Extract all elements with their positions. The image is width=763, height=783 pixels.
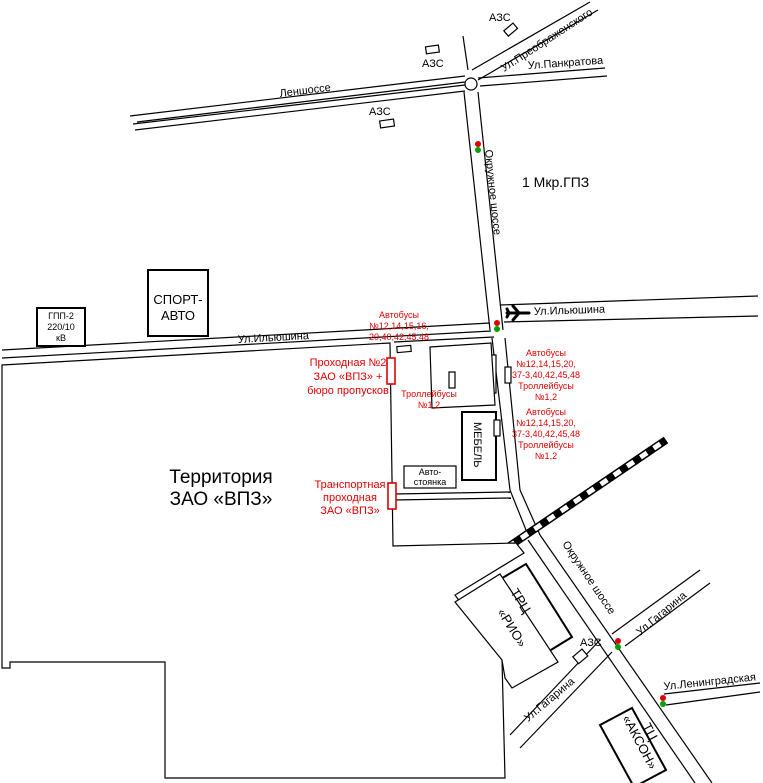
label-trolley-stop-west: №1,2 (418, 400, 440, 410)
gagarina-road-edge (624, 582, 711, 647)
ilyushina-west-road-edge (1, 330, 492, 359)
okruzhnoe-road-edge (527, 539, 696, 783)
label-azs: АЗС (580, 637, 602, 649)
label-ul-leningradskaya: Ул.Ленинградская (663, 671, 756, 693)
okruzhnoe-road-edge (539, 534, 713, 783)
label-transport-checkpoint: проходная (323, 492, 377, 504)
gagarina-road-edge (519, 651, 613, 749)
access-road (393, 336, 495, 343)
label-bus-stop-west: 20,40,42,45,48 (369, 332, 429, 342)
label-sport-avto: СПОРТ- (153, 292, 202, 307)
label-checkpoint-2: бюро пропусков (307, 385, 389, 397)
traffic-light-icon (615, 638, 621, 650)
label-bus-stop-east-1: Автобусы (526, 348, 566, 358)
label-bus-stop-east-1: №1,2 (535, 392, 557, 402)
gas-station-3 (378, 118, 396, 129)
preobrazhenskogo-road-edge (477, 9, 599, 81)
gas-station-1 (424, 44, 441, 55)
checkpoint-2-marker (386, 357, 396, 385)
okruzhnoe-road-edge (504, 337, 521, 491)
traffic-light-icon (494, 320, 500, 332)
label-gpp: 220/10 (47, 322, 75, 332)
lenshosse-road-divider (136, 81, 466, 123)
gagarina-road-edge (611, 569, 701, 635)
leningradskaya-road-edge (663, 682, 761, 695)
traffic-light-icon (660, 695, 666, 707)
label-trolley-stop-west: Троллейбусы (401, 389, 457, 399)
access-road (393, 497, 512, 501)
label-bus-stop-west: Автобусы (379, 310, 419, 320)
traffic-light-icon (475, 141, 481, 153)
gas-station-2 (502, 22, 519, 38)
preobrazhenskogo-road-edge (462, 35, 469, 71)
sport-avto-building (147, 269, 209, 337)
bus-stop-marker (448, 371, 456, 389)
okruzhnoe-road-edge (463, 91, 491, 331)
label-ul-pankratova: Ул.Панкратова (527, 55, 604, 72)
access-road (393, 491, 511, 495)
label-parking: Авто- (419, 467, 442, 477)
label-mkr-gpz: 1 Мкр.ГПЗ (522, 174, 589, 190)
label-parking: стоянка (414, 477, 447, 487)
trc-rio-site (454, 573, 559, 689)
leningradskaya-road-edge (665, 691, 761, 706)
label-azs: АЗС (422, 58, 444, 70)
label-bus-stop-west: №12,14,15,16, (369, 321, 429, 331)
label-sport-avto: АВТО (161, 308, 195, 323)
label-checkpoint-2: ЗАО «ВПЗ» + (314, 371, 383, 383)
label-mebel: МЕБЕЛЬ (471, 422, 483, 468)
bus-stop-marker (396, 344, 412, 354)
label-azs: АЗС (489, 12, 511, 24)
airplane-icon (505, 304, 531, 322)
label-bus-stop-east-2: Троллейбусы (518, 440, 574, 450)
okruzhnoe-road-edge (477, 91, 504, 331)
label-gpp: кВ (56, 333, 66, 343)
transport-checkpoint-marker (387, 482, 397, 510)
label-ul-ilyushina-east: Ул.Ильюшина (534, 303, 606, 318)
label-bus-stop-east-1: Троллейбусы (518, 381, 574, 391)
label-bus-stop-east-2: №1,2 (535, 451, 557, 461)
lenshosse-road-edge (134, 90, 466, 131)
label-bus-stop-east-2: 37-3,40,42,45,48 (512, 429, 580, 439)
lenshosse-road-edge (129, 75, 466, 117)
label-okruzhnoe-north: Окружное шоссе (482, 149, 503, 236)
lenshosse-road-edge (132, 84, 466, 125)
label-azs: АЗС (369, 106, 391, 118)
label-checkpoint-2: Проходная №2 (310, 357, 387, 369)
label-territory: Территория (169, 467, 272, 488)
ilyushina-east-road-edge (499, 295, 759, 306)
parking-lot (403, 465, 457, 489)
label-lenshosse: Леншоссе (279, 82, 332, 100)
label-gpp: ГПП-2 (48, 311, 74, 321)
label-bus-stop-east-2: №12,14,15,20, (516, 418, 576, 428)
label-tc-akson: ТЦ (639, 720, 661, 743)
territory-vpz (1, 342, 525, 779)
preobrazhenskogo-road-edge (471, 1, 591, 71)
label-ul-ilyushina-west: Ул.Ильюшина (237, 330, 310, 346)
gpp-substation (36, 307, 86, 347)
complex-buildings (403, 342, 497, 489)
label-territory: ЗАО «ВПЗ» (170, 489, 273, 510)
railway-track-dash (453, 437, 668, 586)
bus-stop-marker (504, 366, 512, 384)
roundabout (464, 77, 478, 91)
mebel-building (461, 411, 497, 481)
ilyushina-east-road-edge (503, 315, 759, 323)
okruzhnoe-road-edge (509, 489, 529, 536)
label-bus-stop-east-2: Автобусы (526, 407, 566, 417)
bus-stop-marker (493, 419, 501, 437)
pankratova-road-edge (477, 67, 606, 79)
tc-akson-building (598, 706, 668, 783)
label-ul-gagarina-ne: Ул.Гагарина (634, 589, 690, 638)
label-transport-checkpoint: Транспортная (314, 479, 385, 491)
gas-station-4 (571, 648, 589, 665)
label-bus-stop-east-1: 37-3,40,42,45,48 (512, 370, 580, 380)
label-bus-stop-east-1: №12,14,15,20, (516, 359, 576, 369)
pankratova-road-edge (479, 75, 608, 87)
building-yard (429, 342, 496, 409)
label-transport-checkpoint: ЗАО «ВПЗ» (320, 505, 379, 517)
